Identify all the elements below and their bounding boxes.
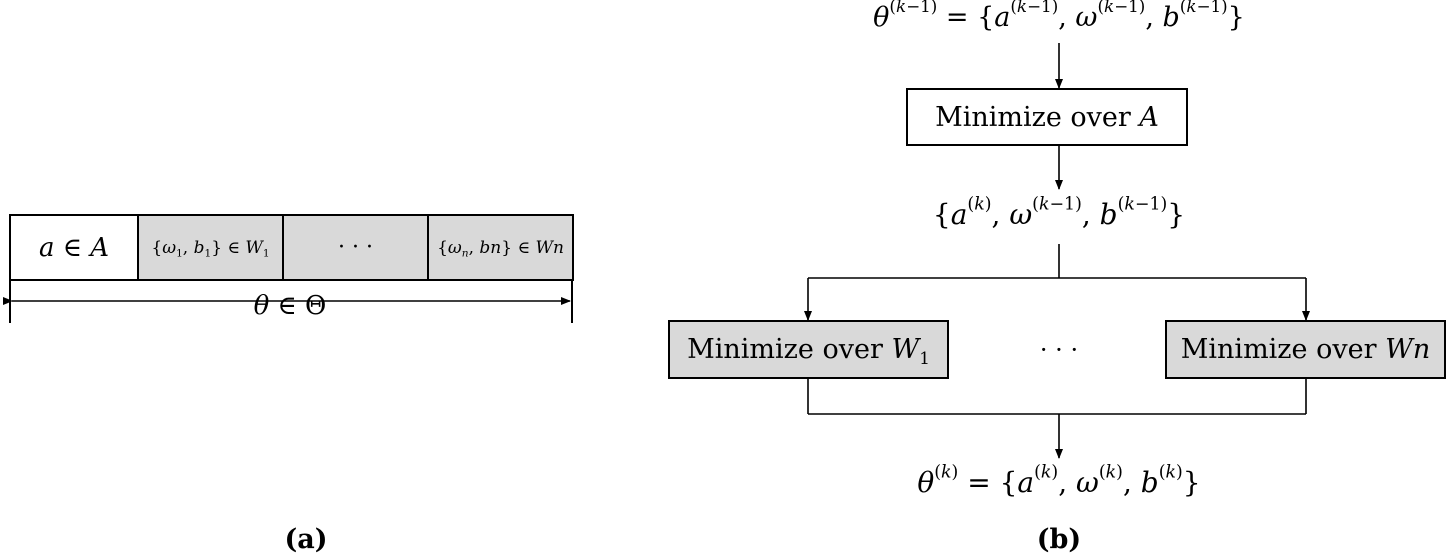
minimize-Wn-text: Minimize over Wn [1180,334,1431,365]
minimize-W1-text: Minimize over W1 [687,334,930,368]
input-label: θ(k−1) = {a(k−1), ω(k−1), b(k−1)} [873,0,1245,33]
cell-dots: · · · [282,214,429,281]
span-label: θ ∈ Θ [253,291,327,321]
cell-a-in-A: a ∈ A [9,214,139,281]
cell-w1-b1-text: {ω1, b1} ∈ W1 [151,237,270,260]
caption-a: (a) [284,524,328,555]
cell-dots-text: · · · [338,235,373,260]
cell-a-in-A-text: a ∈ A [38,232,110,263]
cell-wn-bn-text: {ωn, bn} ∈ Wn [437,237,564,260]
intermediate-label: {a(k), ω(k−1), b(k−1)} [932,194,1186,231]
minimize-A-text: Minimize over A [935,101,1159,133]
minimize-W1-box: Minimize over W1 [668,320,949,379]
caption-b: (b) [1036,524,1082,555]
output-label: θ(k) = {a(k), ω(k), b(k)} [917,462,1201,499]
branch-dots: · · · [1039,336,1079,364]
cell-w1-b1: {ω1, b1} ∈ W1 [137,214,284,281]
minimize-Wn-box: Minimize over Wn [1165,320,1446,379]
cell-wn-bn: {ωn, bn} ∈ Wn [427,214,574,281]
minimize-A-box: Minimize over A [906,88,1188,146]
